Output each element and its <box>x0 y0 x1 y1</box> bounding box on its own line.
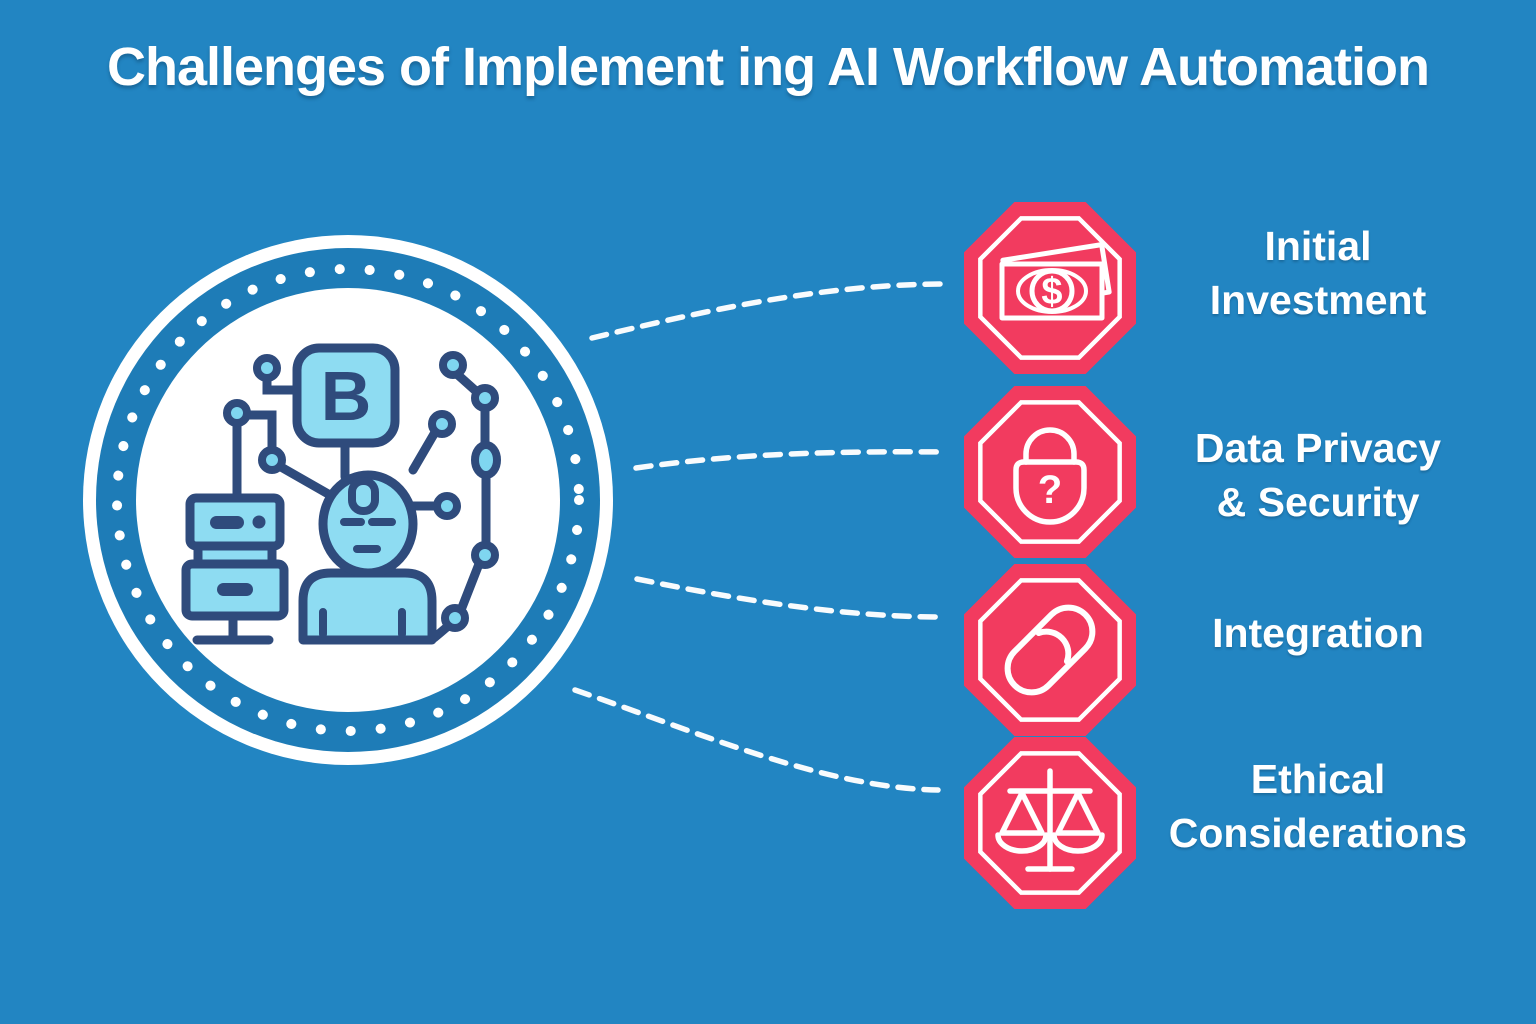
label-line: Integration <box>1212 610 1424 656</box>
dollar-glyph: $ <box>1041 271 1062 313</box>
badge-integration <box>964 564 1136 736</box>
ai-hub-illustration: B <box>83 235 613 765</box>
badge-data-privacy: ? <box>964 386 1136 558</box>
question-glyph: ? <box>1038 468 1062 512</box>
label-data-privacy: Data Privacy & Security <box>1118 421 1518 529</box>
human-head <box>318 470 418 578</box>
hub-dotted-ring <box>112 264 584 736</box>
label-line: Initial <box>1264 223 1372 269</box>
scales-icon <box>995 768 1105 872</box>
label-line: Considerations <box>1168 810 1468 857</box>
page-title: Challenges of Implement ing AI Workflow … <box>106 37 1430 97</box>
badge-initial-investment: $ <box>964 202 1136 374</box>
badge-ethical <box>964 737 1136 909</box>
octagon-inner-outline <box>978 751 1122 895</box>
octagon-shape <box>964 386 1136 558</box>
human-hair <box>348 477 379 515</box>
connector-line-ethical <box>572 687 941 793</box>
connector-line-data-privacy <box>633 449 949 471</box>
link-icon <box>1004 604 1096 696</box>
server-details <box>210 515 266 596</box>
human-figure <box>298 470 437 645</box>
circuit-nodes <box>223 351 501 632</box>
octagon-inner-outline <box>978 216 1122 360</box>
connector-line-integration <box>634 576 947 620</box>
lock-icon: ? <box>1013 427 1087 525</box>
money-icon: $ <box>999 242 1112 321</box>
connector-line-initial-investment <box>589 281 949 341</box>
label-ethical: Ethical Considerations <box>1118 752 1518 860</box>
ai-chip: B <box>292 343 400 448</box>
bust-marks <box>319 608 406 638</box>
octagon-inner-outline <box>978 578 1122 722</box>
label-integration: Integration <box>1118 606 1518 660</box>
label-line: Ethical <box>1250 756 1386 802</box>
ai-chip-letter: B <box>321 357 372 435</box>
octagon-inner-outline <box>978 400 1122 544</box>
label-initial-investment: Initial Investment <box>1118 219 1518 327</box>
label-line: Investment <box>1209 277 1427 324</box>
octagon-shape <box>964 564 1136 736</box>
label-line: & Security <box>1216 479 1420 526</box>
circuit-lines <box>232 370 491 643</box>
label-line: Data Privacy <box>1194 425 1442 471</box>
